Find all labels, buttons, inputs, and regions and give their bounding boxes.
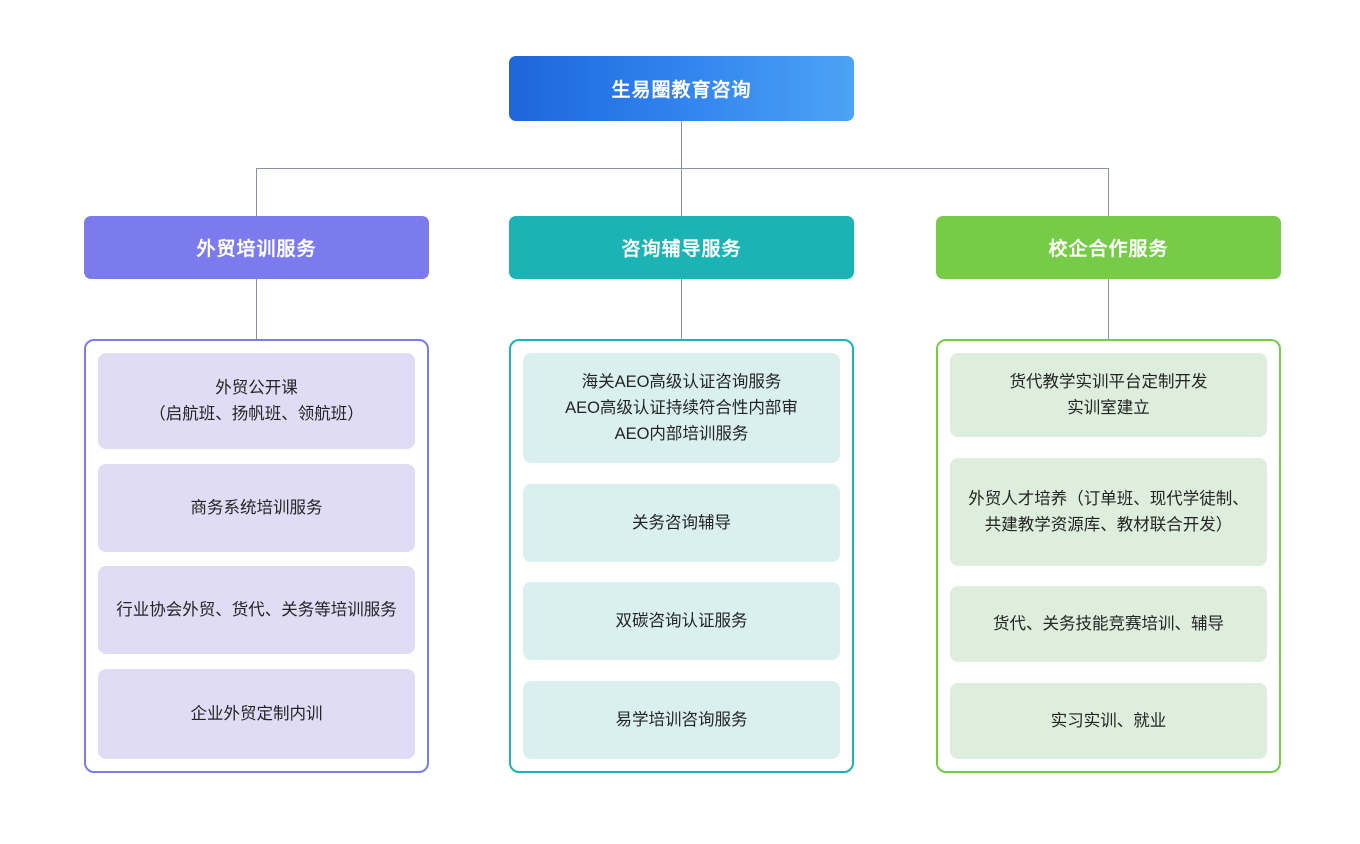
root-node[interactable]: 生易圈教育咨询 [509, 56, 854, 121]
branch-item[interactable]: 企业外贸定制内训 [98, 668, 415, 759]
root-stem-line [681, 121, 682, 168]
branch-item[interactable]: 海关AEO高级认证咨询服务 AEO高级认证持续符合性内部审 AEO内部培训服务 [523, 353, 840, 463]
header-to-box-line-left [256, 279, 257, 339]
root-node-label: 生易圈教育咨询 [611, 80, 752, 101]
header-to-box-line-middle [681, 279, 682, 339]
branch-box-xiaoqi-hezuo: 货代教学实训平台定制开发 实训室建立 外贸人才培养（订单班、现代学徒制、共建教学… [936, 339, 1281, 773]
branch-item[interactable]: 货代教学实训平台定制开发 实训室建立 [950, 353, 1267, 437]
branch-drop-line-left [256, 168, 257, 216]
branch-item[interactable]: 外贸公开课 （启航班、扬帆班、领航班） [98, 353, 415, 449]
branch-item[interactable]: 易学培训咨询服务 [523, 680, 840, 759]
branch-item[interactable]: 行业协会外贸、货代、关务等培训服务 [98, 566, 415, 655]
branch-drop-line-middle [681, 168, 682, 216]
branch-header-waimao-peixun[interactable]: 外贸培训服务 [84, 216, 429, 279]
branch-header-xiaoqi-hezuo[interactable]: 校企合作服务 [936, 216, 1281, 279]
branch-item[interactable]: 实习实训、就业 [950, 682, 1267, 759]
branch-item[interactable]: 货代、关务技能竞赛培训、辅导 [950, 586, 1267, 663]
header-to-box-line-right [1108, 279, 1109, 339]
branch-item[interactable]: 双碳咨询认证服务 [523, 582, 840, 661]
branch-item[interactable]: 外贸人才培养（订单班、现代学徒制、共建教学资源库、教材联合开发） [950, 457, 1267, 566]
horizontal-bus-line [256, 168, 1108, 169]
branch-box-zixun-fudao: 海关AEO高级认证咨询服务 AEO高级认证持续符合性内部审 AEO内部培训服务 … [509, 339, 854, 773]
branch-drop-line-right [1108, 168, 1109, 216]
branch-item[interactable]: 商务系统培训服务 [98, 463, 415, 552]
branch-header-label: 外贸培训服务 [196, 239, 317, 260]
branch-box-waimao-peixun: 外贸公开课 （启航班、扬帆班、领航班） 商务系统培训服务 行业协会外贸、货代、关… [84, 339, 429, 773]
branch-header-zixun-fudao[interactable]: 咨询辅导服务 [509, 216, 854, 279]
branch-header-label: 咨询辅导服务 [621, 239, 742, 260]
branch-header-label: 校企合作服务 [1048, 239, 1169, 260]
branch-item[interactable]: 关务咨询辅导 [523, 483, 840, 562]
